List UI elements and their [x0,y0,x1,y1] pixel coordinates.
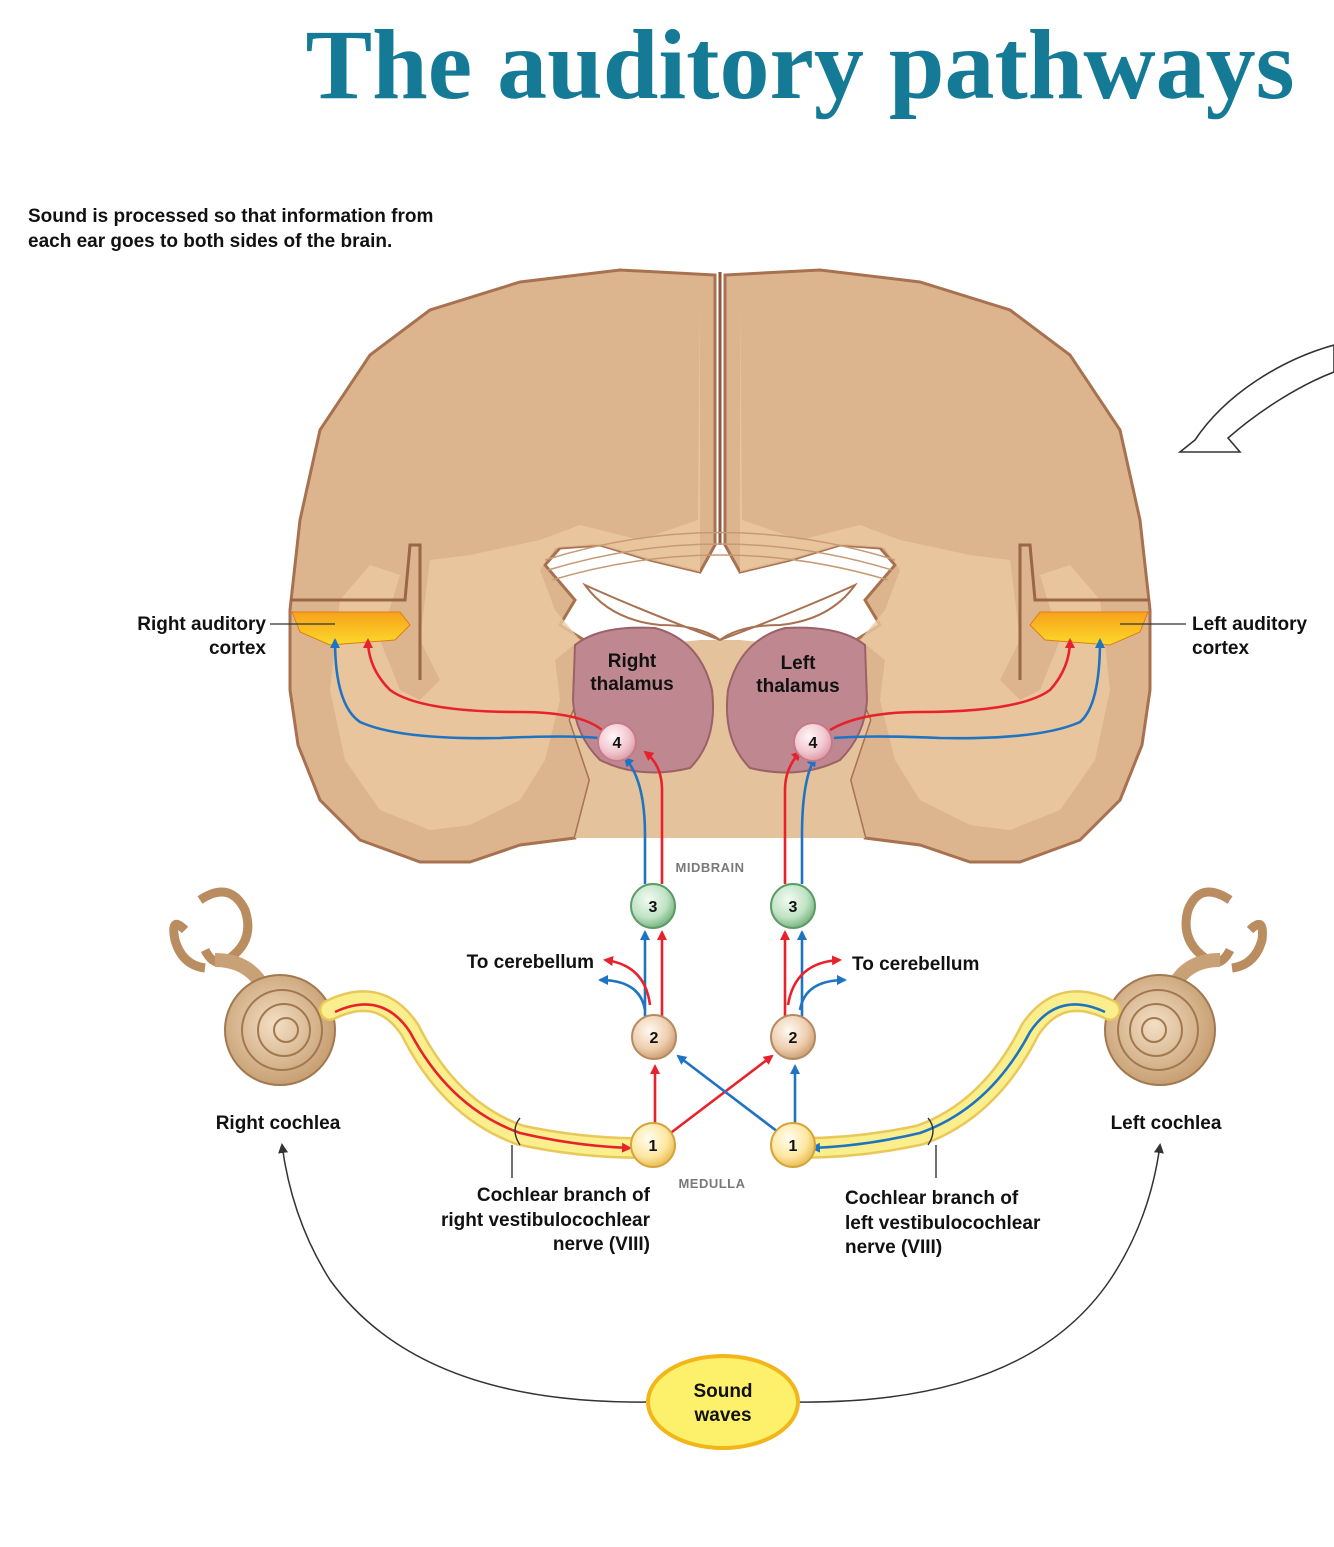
node-1-right: 1 [630,1122,676,1168]
intro-line-2: each ear goes to both sides of the brain… [28,231,392,252]
left-cochlea-icon [1104,887,1267,1086]
left-nerve-label-1: Cochlear branch of [845,1188,1019,1209]
right-auditory-cortex-label-1: Right auditory [137,614,266,635]
left-cochlea-label: Left cochlea [1111,1113,1222,1134]
node-4-right: 4 [597,722,637,762]
left-thalamus-label-2: thalamus [756,676,839,697]
left-nerve-label-3: nerve (VIII) [845,1237,942,1258]
svg-text:4: 4 [613,735,622,752]
right-cochlea-label: Right cochlea [216,1113,341,1134]
path-l1-r2 [676,1054,783,1137]
midbrain-label: MIDBRAIN [676,860,745,875]
left-nerve-signal [810,1003,1106,1153]
right-auditory-cortex [291,611,411,646]
right-nerve-label-1: Cochlear branch of [477,1185,651,1206]
right-thalamus-label-2: thalamus [590,674,673,695]
node-4-left: 4 [793,722,833,762]
path-r1-l2 [667,1054,774,1137]
left-thalamus-label-1: Left [781,653,817,674]
node-1-left: 1 [770,1122,816,1168]
pointer-arrow-icon [1177,344,1334,453]
left-auditory-cortex [1029,611,1149,646]
sound-waves-line-2: waves [693,1405,751,1426]
page-title: The auditory pathways [305,9,1294,120]
to-cerebellum-left-label: To cerebellum [467,952,594,973]
node-2-right: 2 [631,1014,677,1060]
sound-waves-line-1: Sound [693,1381,752,1402]
svg-text:3: 3 [789,899,798,916]
sound-to-left-cochlea [794,1143,1164,1403]
right-thalamus [571,626,715,774]
svg-text:1: 1 [649,1138,658,1155]
left-nerve-label-2: left vestibulocochlear [845,1213,1041,1234]
right-nerve-signal [334,1003,632,1153]
node-3-left: 3 [770,883,816,929]
right-thalamus-label-1: Right [608,651,657,672]
right-nerve-label-3: nerve (VIII) [553,1234,650,1255]
to-cerebellum-right-label: To cerebellum [852,954,979,975]
sound-waves-bubble: Sound waves [646,1354,800,1450]
node-2-left: 2 [770,1014,816,1060]
svg-text:2: 2 [650,1030,659,1047]
node-3-right: 3 [630,883,676,929]
svg-text:3: 3 [649,899,658,916]
sound-to-right-cochlea [278,1143,651,1403]
left-auditory-cortex-label-2: cortex [1192,638,1249,659]
brain-coronal-section [288,268,1152,864]
medulla-label: MEDULLA [678,1176,745,1191]
svg-text:1: 1 [789,1138,798,1155]
right-cochlea-icon [169,887,336,1086]
right-auditory-cortex-label-2: cortex [209,638,266,659]
left-auditory-cortex-label-1: Left auditory [1192,614,1307,635]
svg-text:2: 2 [789,1030,798,1047]
svg-text:4: 4 [809,735,818,752]
right-nerve-label-2: right vestibulocochlear [441,1210,651,1231]
intro-line-1: Sound is processed so that information f… [28,206,433,227]
